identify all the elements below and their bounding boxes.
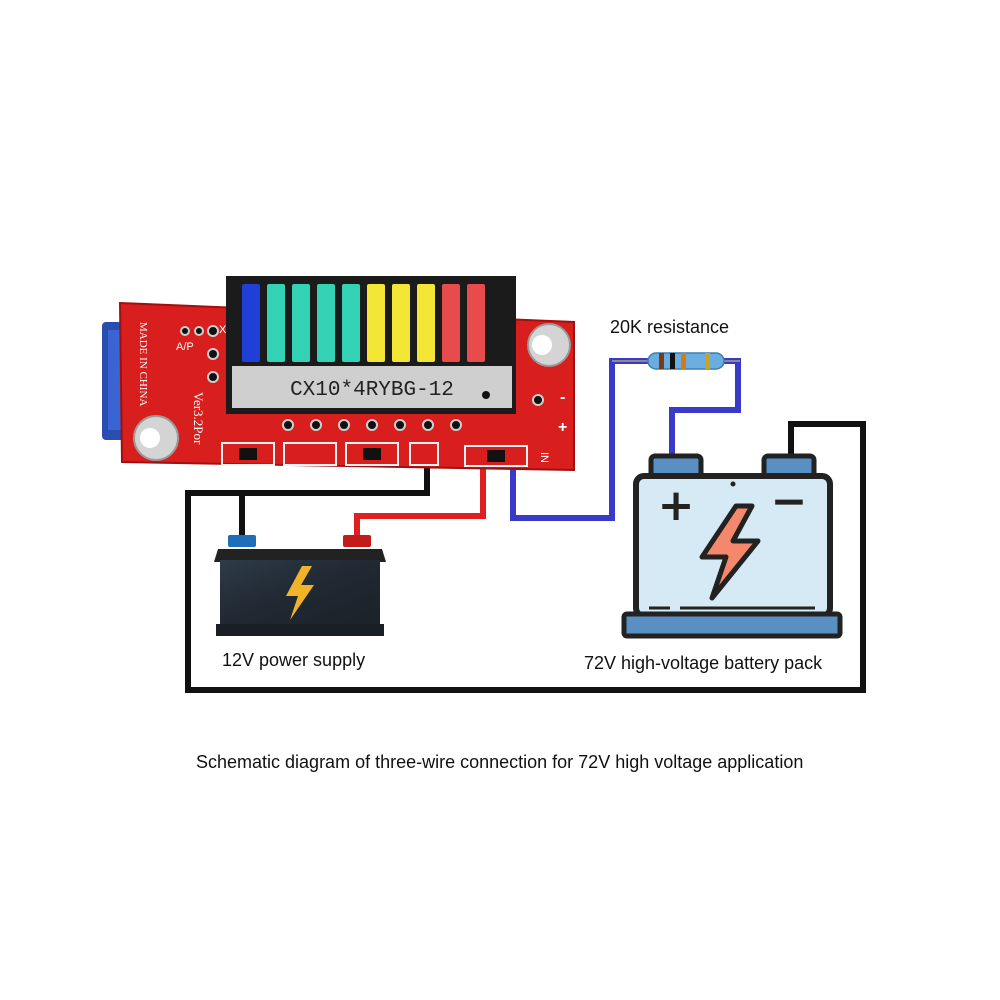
led-segment: [342, 284, 360, 362]
display-model-text: CX10*4RYBG-12: [290, 379, 454, 402]
led-segment: [392, 284, 410, 362]
board-text-version: Ver3.2Por: [191, 392, 206, 445]
battery-indicator-board: CX10*4RYBG-12 MADE IN CHINA Ver3.2Por A/…: [102, 276, 575, 472]
board-text-minus: -: [560, 389, 565, 406]
blue-battery-wire: [669, 358, 741, 460]
led-segment: [442, 284, 460, 362]
lightning-bolt-icon: [286, 566, 314, 620]
board-text-made-in-china: MADE IN CHINA: [137, 322, 149, 406]
lightning-bolt-icon: [699, 503, 761, 601]
red-supply-positive-wire: [354, 458, 486, 544]
board-text-x: X: [219, 324, 227, 336]
led-segment: [467, 284, 485, 362]
led-segments: [242, 284, 485, 362]
smd-pads: [221, 442, 528, 467]
led-segment: [367, 284, 385, 362]
pack-minus-symbol: −: [771, 476, 808, 527]
header-pins: [180, 325, 544, 431]
led-segment: [417, 284, 435, 362]
board-text-ap: A/P: [176, 341, 194, 353]
led-segment: [242, 284, 260, 362]
pack-plus-symbol: +: [658, 480, 695, 531]
battery-pack-label: 72V high-voltage battery pack: [584, 653, 823, 673]
12v-power-supply-battery: [214, 535, 386, 636]
72v-battery-pack: + −: [621, 453, 843, 639]
resistor: [612, 352, 740, 370]
board-text-in: IN: [538, 452, 550, 463]
board-text-plus: +: [558, 419, 567, 436]
led-segment: [267, 284, 285, 362]
led-segment: [317, 284, 335, 362]
black-ground-wire: [185, 421, 866, 693]
resistor-label: 20K resistance: [610, 317, 730, 337]
display-label-plate: [232, 366, 512, 408]
power-supply-label: 12V power supply: [222, 650, 366, 670]
led-segment: [292, 284, 310, 362]
diagram-caption: Schematic diagram of three-wire connecti…: [196, 752, 804, 772]
